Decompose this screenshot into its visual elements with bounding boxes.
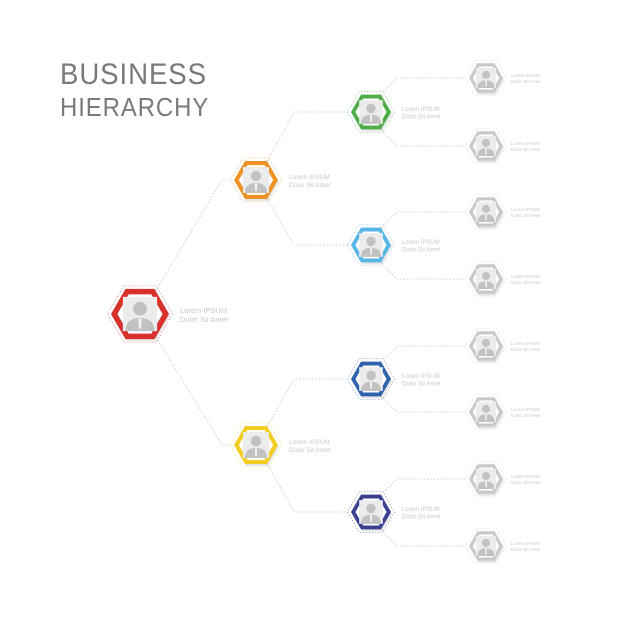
node-label-subtitle: Dolor Sit Amet xyxy=(511,413,541,418)
node-label-subtitle: Dolor Sit Amet xyxy=(511,280,541,285)
node-label-title: Lorem IPSUM xyxy=(289,439,330,446)
connector-l2-a-l3-1 xyxy=(380,77,466,96)
node-label-title: Lorem IPSUM xyxy=(402,240,440,246)
node-label-title: Lorem IPSUM xyxy=(511,73,540,78)
node-label-subtitle: Dolor Sit Amet xyxy=(402,248,441,254)
node-outer-ring xyxy=(465,393,507,431)
node-l2-a: Lorem IPSUM Dolor Sit Amet xyxy=(347,91,441,133)
node-label-subtitle: Dolor Sit Amet xyxy=(289,447,331,454)
node-label-subtitle: Dolor Sit Amet xyxy=(511,213,541,218)
node-label-title: Lorem IPSUM xyxy=(511,274,540,279)
connector-l2-c-l3-6 xyxy=(380,395,466,413)
node-outer-ring xyxy=(465,193,507,231)
person-icon xyxy=(475,201,497,223)
node-label-title: Lorem IPSUM xyxy=(402,507,440,513)
title-line-business: BUSINESS xyxy=(60,58,207,91)
person-icon xyxy=(359,367,383,391)
node-outer-ring xyxy=(465,527,507,565)
node-label-subtitle: Dolor Sit Amet xyxy=(511,547,541,552)
connector-l2-a-l3-2 xyxy=(380,128,466,147)
node-label-title: Lorem IPSUM xyxy=(511,207,540,212)
person-icon xyxy=(475,335,497,357)
connector-l2-b-l3-4 xyxy=(380,261,466,280)
person-icon xyxy=(243,167,269,193)
node-outer-ring xyxy=(347,358,395,400)
node-outer-ring xyxy=(107,285,173,343)
connector-root-l1-a xyxy=(155,179,230,292)
node-label-title: Lorem IPSUM xyxy=(511,141,540,146)
node-label-title: Lorem IPSUM xyxy=(402,374,440,380)
title-line-hierarchy: HIERARCHY xyxy=(60,92,210,122)
connector-l1-a-l2-b xyxy=(266,198,348,246)
connector-root-l1-b xyxy=(155,336,230,446)
node-label-subtitle: Dolor Sit Amet xyxy=(511,79,541,84)
person-icon xyxy=(475,468,497,490)
node-label-subtitle: Dolor Sit Amet xyxy=(511,480,541,485)
connector-lines xyxy=(155,77,466,547)
node-l2-d: Lorem IPSUM Dolor Sit Amet xyxy=(347,491,441,533)
node-label-title: Lorem IPSUM xyxy=(180,306,227,315)
connector-l1-a-l2-a xyxy=(266,111,348,162)
node-outer-ring xyxy=(347,224,395,266)
node-outer-ring xyxy=(465,327,507,365)
person-icon xyxy=(475,135,497,157)
connector-l2-c-l3-5 xyxy=(380,345,466,363)
person-icon xyxy=(359,233,383,257)
node-outer-ring xyxy=(465,260,507,298)
node-outer-ring xyxy=(465,59,507,97)
node-label-title: Lorem IPSUM xyxy=(511,541,540,546)
person-icon xyxy=(475,67,497,89)
node-label-title: Lorem IPSUM xyxy=(402,107,440,113)
person-icon xyxy=(475,268,497,290)
person-icon xyxy=(359,100,383,124)
node-label-subtitle: Dolor Sit Amet xyxy=(402,115,441,121)
node-label-title: Lorem IPSUM xyxy=(511,474,540,479)
connector-l2-d-l3-8 xyxy=(380,528,466,547)
node-l2-c: Lorem IPSUM Dolor Sit Amet xyxy=(347,358,441,400)
node-label-subtitle: Dolor Sit Amet xyxy=(180,315,229,324)
node-label-title: Lorem IPSUM xyxy=(511,341,540,346)
node-label-title: Lorem IPSUM xyxy=(511,407,540,412)
node-label-subtitle: Dolor Sit Amet xyxy=(289,182,331,189)
node-label-subtitle: Dolor Sit Amet xyxy=(511,347,541,352)
node-label-subtitle: Dolor Sit Amet xyxy=(402,382,441,388)
connector-l1-b-l2-c xyxy=(266,378,348,427)
node-outer-ring xyxy=(465,127,507,165)
node-l2-b: Lorem IPSUM Dolor Sit Amet xyxy=(347,224,441,266)
connector-l2-d-l3-7 xyxy=(380,478,466,496)
connector-l1-b-l2-d xyxy=(266,463,348,513)
person-icon xyxy=(359,500,383,524)
node-outer-ring xyxy=(465,460,507,498)
person-icon xyxy=(475,535,497,557)
node-label-subtitle: Dolor Sit Amet xyxy=(402,515,441,521)
node-label-subtitle: Dolor Sit Amet xyxy=(511,147,541,152)
person-icon xyxy=(243,432,269,458)
person-icon xyxy=(122,296,158,332)
node-outer-ring xyxy=(347,491,395,533)
node-label-title: Lorem IPSUM xyxy=(289,174,330,181)
connector-l2-b-l3-3 xyxy=(380,211,466,229)
person-icon xyxy=(475,401,497,423)
node-outer-ring xyxy=(347,91,395,133)
